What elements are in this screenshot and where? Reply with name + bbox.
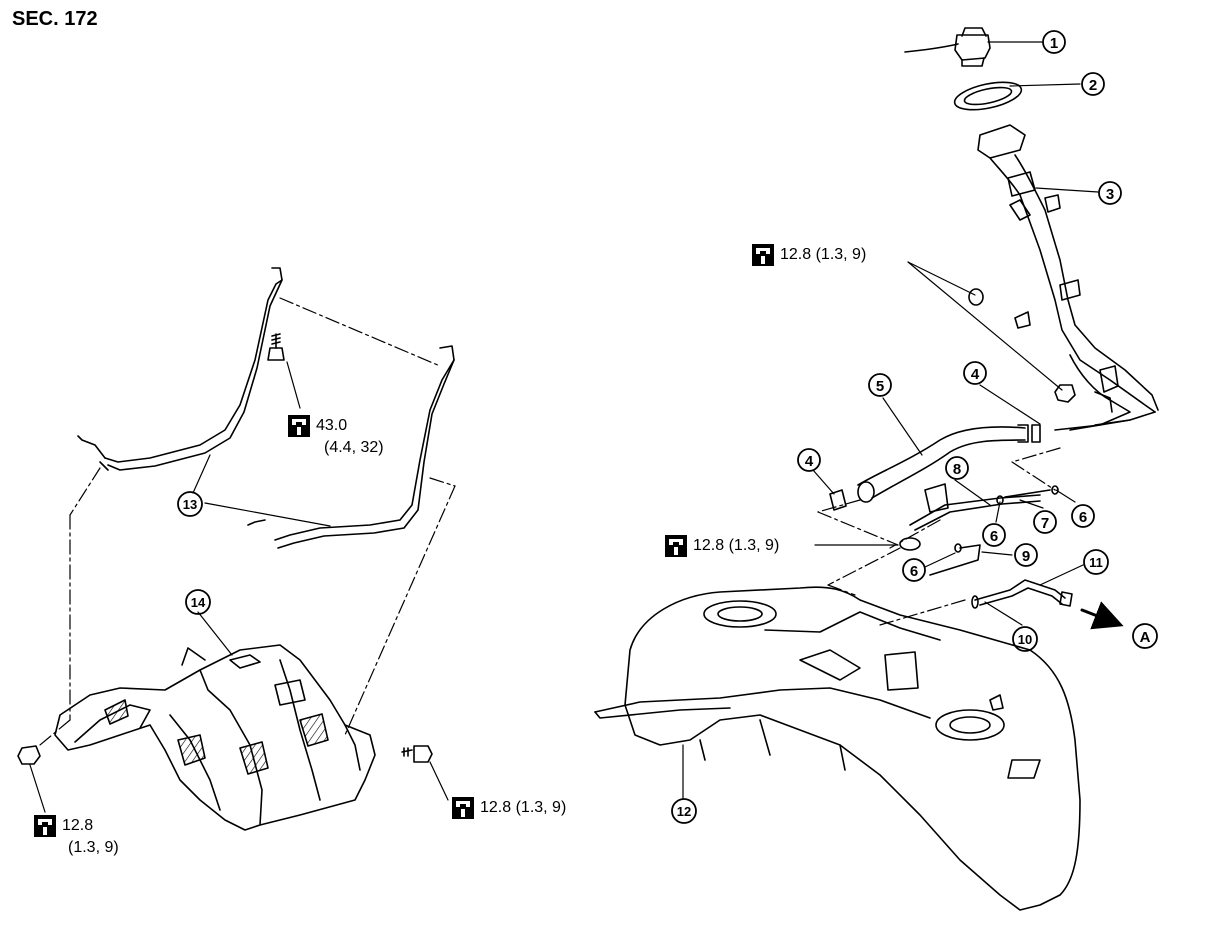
svg-text:1: 1 bbox=[1050, 35, 1058, 52]
callout-6-mid: 6 bbox=[982, 523, 1006, 547]
svg-text:13: 13 bbox=[183, 497, 197, 512]
svg-text:4: 4 bbox=[805, 453, 814, 470]
leader-lines bbox=[29, 41, 1099, 813]
torque-label-shield-bolt-right: 12.8 (1.3, 9) bbox=[452, 797, 566, 819]
svg-text:8: 8 bbox=[953, 461, 961, 478]
callout-1: 1 bbox=[1042, 30, 1066, 54]
svg-text:A: A bbox=[1140, 629, 1151, 646]
shield-bolt-right bbox=[401, 745, 433, 763]
torque-label-strap-bolt: 43.0 (4.4, 32) bbox=[288, 415, 384, 459]
torque-wrench-icon bbox=[288, 415, 310, 437]
filler-ring bbox=[953, 81, 1023, 111]
callout-10: 10 bbox=[1012, 626, 1038, 652]
callout-14: 14 bbox=[185, 589, 211, 615]
callout-6-left: 6 bbox=[902, 558, 926, 582]
callout-5: 5 bbox=[868, 373, 892, 397]
vent-hose bbox=[971, 579, 1073, 609]
callout-7: 7 bbox=[1033, 510, 1057, 534]
svg-text:11: 11 bbox=[1089, 555, 1103, 570]
view-a-arrow bbox=[1080, 601, 1124, 630]
callout-9: 9 bbox=[1014, 543, 1038, 567]
torque-wrench-icon bbox=[752, 244, 774, 266]
hose-clamp-lower bbox=[829, 489, 847, 511]
strap-bolt bbox=[267, 333, 285, 361]
torque-label-filler-tube: 12.8 (1.3, 9) bbox=[752, 244, 866, 266]
callout-8: 8 bbox=[945, 456, 969, 480]
svg-text:10: 10 bbox=[1018, 632, 1032, 647]
section-title: SEC. 172 bbox=[12, 8, 98, 30]
filler-grommet bbox=[968, 288, 984, 306]
fuel-tank-heat-shield bbox=[54, 644, 376, 831]
torque-wrench-icon bbox=[665, 535, 687, 557]
svg-text:6: 6 bbox=[910, 563, 918, 580]
callout-11: 11 bbox=[1083, 549, 1109, 575]
fuel-tank bbox=[594, 586, 1081, 911]
callout-4-lower: 4 bbox=[797, 448, 821, 472]
svg-text:14: 14 bbox=[191, 595, 206, 610]
svg-text:12: 12 bbox=[677, 804, 691, 819]
filler-tube-nut bbox=[1054, 384, 1076, 403]
torque-label-tank-nut: 12.8 (1.3, 9) bbox=[665, 535, 779, 557]
callout-12: 12 bbox=[671, 798, 697, 824]
svg-text:2: 2 bbox=[1089, 77, 1097, 94]
svg-text:4: 4 bbox=[971, 366, 980, 383]
construction-lines bbox=[39, 297, 1061, 746]
torque-wrench-icon bbox=[452, 797, 474, 819]
filler-cap bbox=[904, 27, 991, 67]
svg-text:9: 9 bbox=[1022, 548, 1030, 565]
vent-tube-assembly bbox=[909, 483, 1059, 576]
fuel-tank-strap-right bbox=[247, 345, 455, 549]
callout-4-upper: 4 bbox=[963, 361, 987, 385]
callout-6-right: 6 bbox=[1071, 504, 1095, 528]
svg-text:6: 6 bbox=[990, 528, 998, 545]
fuel-tank-strap-left bbox=[77, 267, 283, 471]
hose-clamp-upper bbox=[1031, 424, 1041, 443]
svg-text:5: 5 bbox=[876, 378, 884, 395]
callout-2: 2 bbox=[1081, 72, 1105, 96]
filler-tube-lower-pipe bbox=[1054, 419, 1131, 431]
svg-text:6: 6 bbox=[1079, 509, 1087, 526]
torque-wrench-icon bbox=[34, 815, 56, 837]
callout-3: 3 bbox=[1098, 181, 1122, 205]
evap-hose bbox=[857, 424, 1029, 503]
torque-label-shield-nut-left: 12.8 (1.3, 9) bbox=[34, 815, 119, 859]
callout-view-a: A bbox=[1132, 623, 1158, 649]
svg-text:7: 7 bbox=[1041, 515, 1049, 532]
tank-nut-washer bbox=[899, 537, 921, 551]
shield-nut-left bbox=[17, 745, 41, 765]
callout-13: 13 bbox=[177, 491, 203, 517]
svg-text:3: 3 bbox=[1106, 186, 1114, 203]
